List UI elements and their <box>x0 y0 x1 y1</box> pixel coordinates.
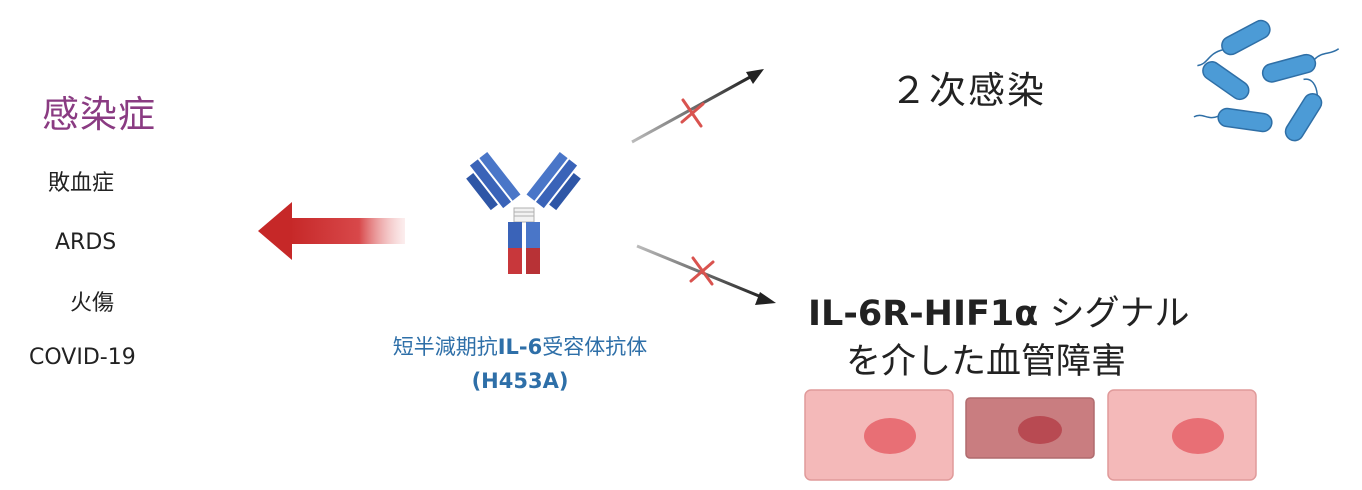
vascular-damage-line2: を介した血管障害 <box>846 342 1127 382</box>
block-x-icon-bottom <box>689 256 715 286</box>
block-x-icon-top <box>680 98 705 128</box>
antibody-label: 短半減期抗IL-6受容体抗体 (H453A) <box>310 330 730 398</box>
big-red-arrow-icon <box>258 202 405 260</box>
disease-item-ards: ARDS <box>55 230 117 255</box>
disease-item-covid: COVID-19 <box>29 345 136 370</box>
disease-item-sepsis: 敗血症 <box>48 171 115 196</box>
vascular-damage-label: IL-6R-HIF1α シグナル を介した血管障害 <box>808 290 1189 386</box>
antibody-icon <box>466 151 581 274</box>
disease-item-burn: 火傷 <box>70 291 115 316</box>
antibody-label-il6: IL-6 <box>497 335 543 359</box>
arrow-to-secondary-infection-icon <box>631 69 764 144</box>
secondary-infection-label: ２次感染 <box>890 69 1046 112</box>
diseases-title: 感染症 <box>42 93 156 136</box>
antibody-label-variant: (H453A) <box>471 369 569 393</box>
antibody-label-prefix: 短半減期抗 <box>392 335 498 359</box>
signal-suffix: シグナル <box>1038 294 1190 334</box>
vascular-damage-line1: IL-6R-HIF1α シグナル <box>808 290 1189 338</box>
signal-name: IL-6R-HIF1α <box>808 294 1039 334</box>
antibody-label-suffix: 受容体抗体 <box>542 335 648 359</box>
endothelial-cells-icon <box>804 389 1257 481</box>
antibody-label-line1: 短半減期抗IL-6受容体抗体 <box>310 330 730 364</box>
bacteria-icon <box>1193 19 1340 142</box>
